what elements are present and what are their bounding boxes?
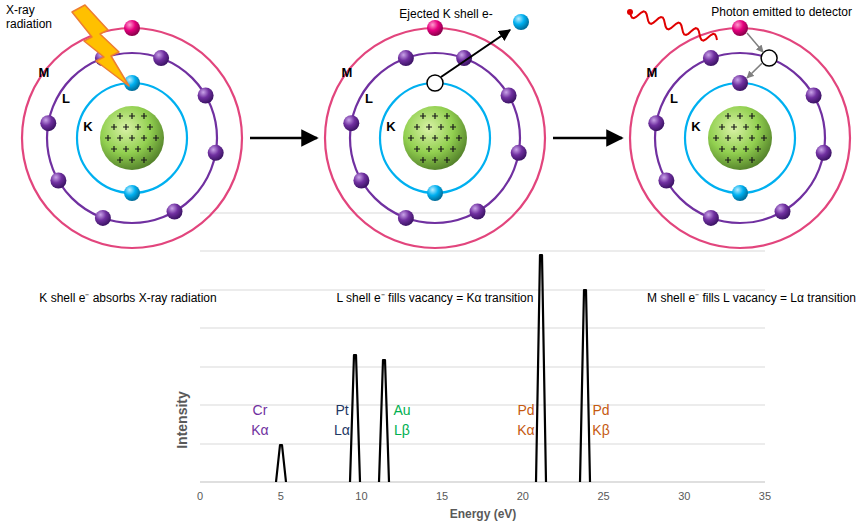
callout-text: Photon emitted to detector (711, 6, 852, 20)
line-label: Kα (517, 422, 534, 438)
shell-label: L (670, 92, 678, 105)
element-label: Cr (253, 402, 268, 418)
line-label: Lβ (394, 422, 410, 438)
shell-label: M (647, 66, 658, 79)
element-label: Pt (335, 402, 348, 418)
element-label: Pd (517, 402, 534, 418)
atom-drawing (628, 26, 852, 250)
tick-label: 15 (436, 490, 448, 503)
step-arrow (553, 137, 622, 140)
step-caption: M shell e⁻ fills L vacancy = Lα transiti… (647, 292, 856, 306)
atom-drawing (20, 26, 244, 250)
shell-label: K (83, 120, 92, 133)
step-caption: K shell e⁻ absorbs X-ray radiation (39, 292, 216, 306)
tick-label: 20 (517, 490, 529, 503)
step-caption: L shell e⁻ fills vacancy = Kα transition (337, 292, 534, 306)
line-label: Lα (334, 422, 350, 438)
tick-label: 10 (355, 490, 367, 503)
atom-model: ML K (628, 26, 852, 250)
step-arrow (250, 137, 317, 140)
tick-label: 30 (678, 490, 690, 503)
shell-label: L (62, 92, 70, 105)
shell-label: K (691, 120, 700, 133)
atom-drawing (323, 26, 547, 250)
element-label: Pd (592, 402, 609, 418)
line-label: Kα (251, 422, 268, 438)
tick-label: 35 (759, 490, 771, 503)
callout-text: Ejected K shell e- (399, 8, 492, 22)
shell-label: L (365, 92, 373, 105)
callout-text: X-ray radiation (6, 4, 68, 32)
tick-label: 25 (597, 490, 609, 503)
shell-label: K (386, 120, 395, 133)
shell-label: M (39, 66, 50, 79)
line-label: Kβ (592, 422, 609, 438)
axis-title: Intensity (174, 391, 190, 449)
tick-label: 0 (197, 490, 203, 503)
tick-label: 5 (278, 490, 284, 503)
atom-model: ML K (323, 26, 547, 250)
element-label: Au (393, 402, 410, 418)
shell-label: M (342, 66, 353, 79)
axis-title: Energy (eV) (450, 508, 517, 522)
atom-model: ML K (20, 26, 244, 250)
